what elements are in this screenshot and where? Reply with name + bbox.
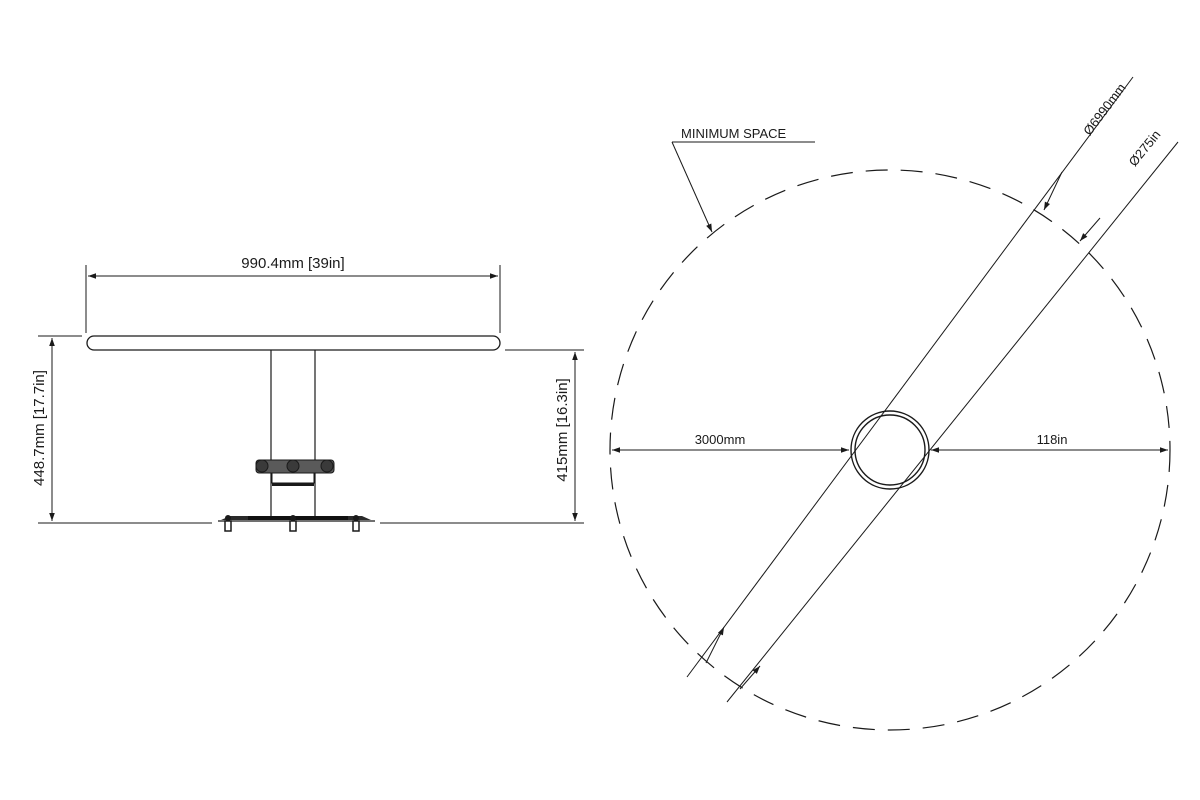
diameter-in-label: Ø275in bbox=[1125, 127, 1163, 169]
mast-height-dimension: 415mm [16.3in] bbox=[380, 349, 584, 524]
diameter-mm-dimension: Ø6990mm bbox=[686, 76, 1134, 678]
base-plate bbox=[218, 515, 375, 532]
side-view: 990.4mm [39in] bbox=[31, 255, 584, 532]
radius-in-dimension: 118in bbox=[931, 432, 1168, 453]
antenna-footprint bbox=[850, 410, 930, 490]
diameter-mm-label: Ø6990mm bbox=[1080, 81, 1129, 139]
antenna-radome bbox=[86, 335, 501, 351]
radius-in-label: 118in bbox=[1037, 432, 1068, 447]
width-dimension-label: 990.4mm [39in] bbox=[241, 255, 344, 272]
mast-height-dimension-label: 415mm [16.3in] bbox=[554, 378, 571, 481]
radius-mm-dimension: 3000mm bbox=[612, 432, 849, 453]
total-height-dimension-label: 448.7mm [17.7in] bbox=[31, 370, 48, 486]
mast-clamp bbox=[255, 459, 335, 486]
width-dimension: 990.4mm [39in] bbox=[85, 255, 501, 333]
minimum-space-leader: MINIMUM SPACE bbox=[671, 126, 815, 233]
total-height-dimension: 448.7mm [17.7in] bbox=[31, 335, 212, 524]
minimum-space-circle bbox=[609, 169, 1171, 731]
radius-mm-label: 3000mm bbox=[695, 432, 746, 447]
top-view: MINIMUM SPACE 3000mm 118in Ø6990mm Ø275i… bbox=[609, 76, 1179, 731]
antenna-mast bbox=[270, 350, 316, 520]
diameter-in-dimension: Ø275in bbox=[726, 127, 1179, 703]
minimum-space-label: MINIMUM SPACE bbox=[681, 126, 787, 141]
